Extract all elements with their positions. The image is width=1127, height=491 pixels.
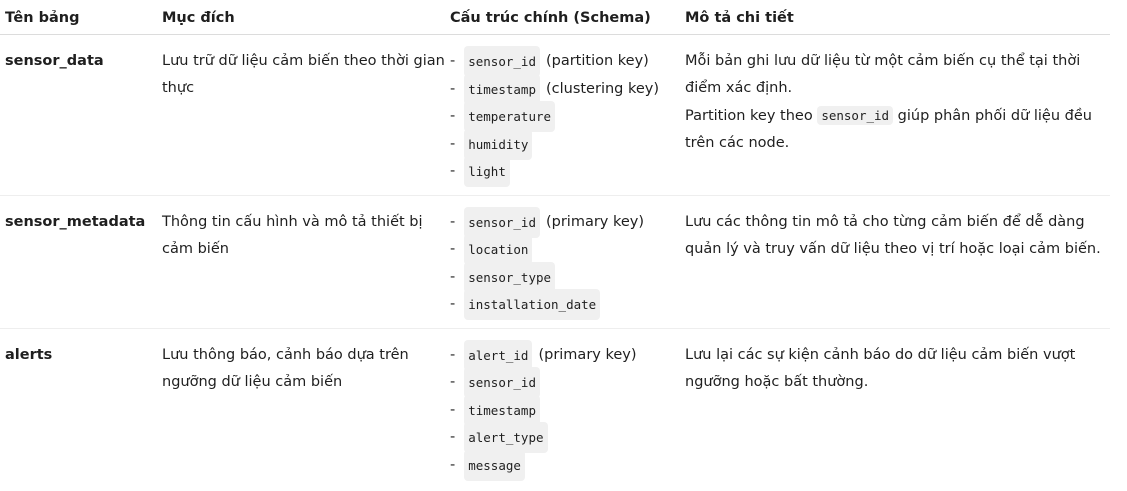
- field-code: alert_type: [464, 422, 548, 454]
- table-name-cell: sensor_data: [0, 34, 157, 196]
- field-code: alert_id: [464, 339, 533, 371]
- purpose-cell: Lưu trữ dữ liệu cảm biến theo thời gian …: [157, 34, 445, 196]
- schema-item: -light: [450, 156, 680, 188]
- schema-item: -alert_id(primary key): [450, 339, 680, 371]
- purpose-cell: Lưu thông báo, cảnh báo dựa trên ngưỡng …: [162, 346, 409, 390]
- schema-list: -sensor_id(partition key) -timestamp(clu…: [450, 46, 680, 188]
- field-code: temperature: [464, 101, 556, 133]
- schema-item: -sensor_id(partition key): [450, 46, 680, 78]
- schema-item: -temperature: [450, 101, 680, 133]
- schema-table: Tên bảng Mục đích Cấu trúc chính (Schema…: [0, 0, 1110, 488]
- description-text: Mỗi bản ghi lưu dữ liệu từ một cảm biến …: [685, 53, 1081, 96]
- description-cell: Mỗi bản ghi lưu dữ liệu từ một cảm biến …: [680, 34, 1110, 196]
- table-name-cell: alerts: [5, 346, 53, 363]
- schema-item: -installation_date: [450, 289, 680, 321]
- schema-item: -alert_type: [450, 422, 680, 454]
- schema-list: -sensor_id(primary key) -location -senso…: [450, 206, 680, 321]
- schema-item: -message: [450, 449, 680, 481]
- table-row: alerts Lưu thông báo, cảnh báo dựa trên …: [0, 328, 1110, 488]
- field-code: sensor_id: [464, 206, 540, 238]
- schema-item: -timestamp: [450, 394, 680, 426]
- purpose-cell: Thông tin cấu hình và mô tả thiết bị cảm…: [157, 195, 445, 329]
- schema-item: -location: [450, 234, 680, 266]
- schema-cell: -sensor_id(partition key) -timestamp(clu…: [445, 34, 680, 196]
- field-code: timestamp: [464, 394, 540, 426]
- schema-item: -timestamp(clustering key): [450, 73, 680, 105]
- table-name-cell: sensor_metadata: [0, 195, 157, 329]
- field-note: (clustering key): [545, 80, 660, 97]
- schema-list: -alert_id(primary key) -sensor_id -times…: [450, 339, 680, 481]
- header-table-name: Tên bảng: [0, 0, 157, 35]
- schema-cell: -alert_id(primary key) -sensor_id -times…: [445, 328, 680, 488]
- field-note: (partition key): [545, 53, 649, 70]
- header-description: Mô tả chi tiết: [680, 0, 1110, 35]
- field-code: sensor_type: [464, 261, 556, 293]
- field-code: location: [464, 234, 533, 266]
- table-row: sensor_metadata Thông tin cấu hình và mô…: [0, 195, 1110, 329]
- field-code: light: [464, 156, 510, 188]
- field-code: timestamp: [464, 73, 540, 105]
- field-code: sensor_id: [464, 46, 540, 78]
- description-text-2: Partition key theo sensor_id giúp phân p…: [685, 106, 1092, 151]
- header-row: Tên bảng Mục đích Cấu trúc chính (Schema…: [0, 0, 1110, 35]
- field-code: sensor_id: [464, 367, 540, 399]
- schema-item: -sensor_id: [450, 367, 680, 399]
- field-code: message: [464, 449, 525, 481]
- inline-code: sensor_id: [817, 106, 894, 125]
- header-purpose: Mục đích: [157, 0, 445, 35]
- schema-cell: -sensor_id(primary key) -location -senso…: [445, 195, 680, 329]
- header-schema: Cấu trúc chính (Schema): [445, 0, 680, 35]
- schema-item: -sensor_id(primary key): [450, 206, 680, 238]
- field-note: (primary key): [538, 346, 637, 363]
- schema-item: -sensor_type: [450, 261, 680, 293]
- schema-item: -humidity: [450, 128, 680, 160]
- description-cell: Lưu lại các sự kiện cảnh báo do dữ liệu …: [685, 346, 1076, 390]
- field-code: installation_date: [464, 289, 601, 321]
- field-code: humidity: [464, 128, 533, 160]
- field-note: (primary key): [545, 213, 645, 230]
- description-cell: Lưu các thông tin mô tả cho từng cảm biế…: [680, 195, 1110, 329]
- table-row: sensor_data Lưu trữ dữ liệu cảm biến the…: [0, 34, 1110, 196]
